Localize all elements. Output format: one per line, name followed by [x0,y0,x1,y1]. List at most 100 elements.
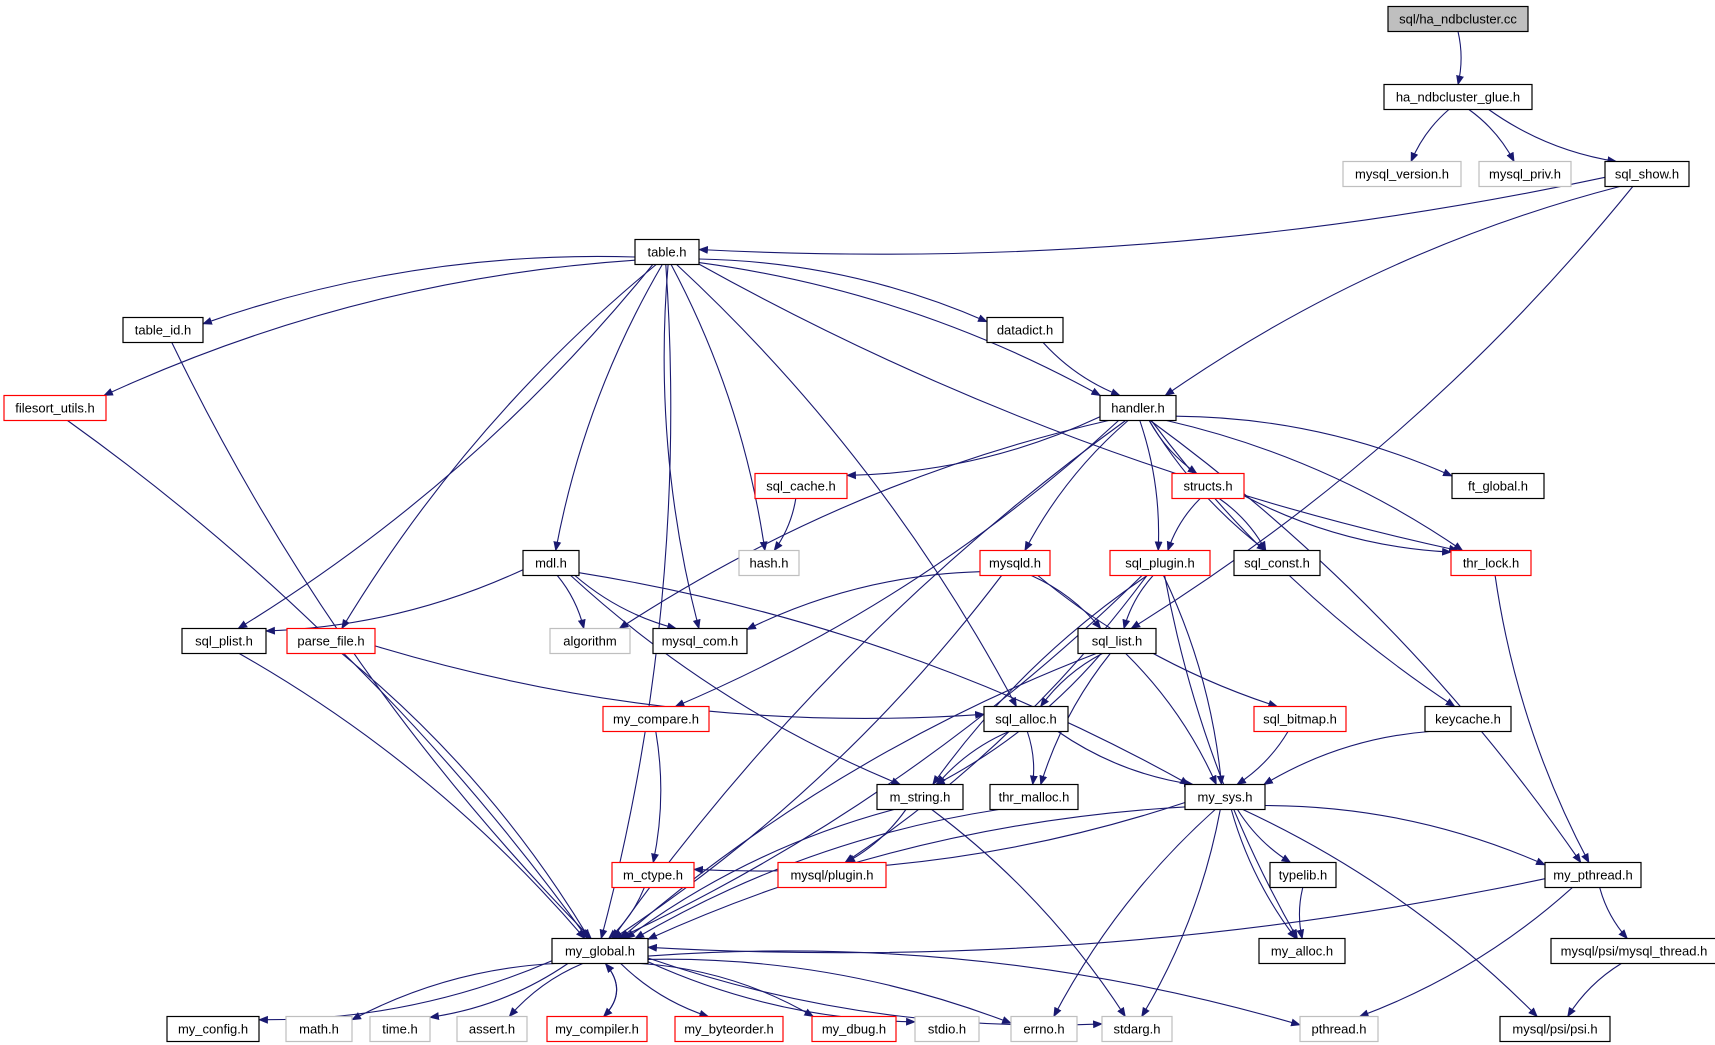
node-my-compiler[interactable]: my_compiler.h [546,1015,648,1043]
edge-datadict-to-handler [1042,342,1121,397]
node-keycache[interactable]: keycache.h [1424,705,1512,733]
node-mysqld[interactable]: mysqld.h [979,549,1051,577]
node-box [1499,1015,1611,1043]
node-m-string[interactable]: m_string.h [876,783,964,811]
node-label: filesort_utils.h [15,401,94,416]
node-label: structs.h [1183,479,1232,494]
edge-m_string-to-my_global [625,808,895,940]
edge-my_global-to-time [429,963,569,1020]
node-sql-const[interactable]: sql_const.h [1233,549,1321,577]
node-root[interactable]: sql/ha_ndbcluster.cc [1387,5,1529,33]
node-box [122,316,204,344]
node-sql-cache[interactable]: sql_cache.h [754,472,848,500]
node-sql-plist[interactable]: sql_plist.h [181,627,267,655]
node-assert: assert.h [456,1015,528,1043]
edge-table-to-handler [698,262,1102,396]
node-my-dbug[interactable]: my_dbug.h [811,1015,897,1043]
node-glue[interactable]: ha_ndbcluster_glue.h [1383,83,1533,111]
node-thr-malloc[interactable]: thr_malloc.h [989,783,1079,811]
node-datadict[interactable]: datadict.h [986,316,1064,344]
edge-glue-to-mysql_version [1410,109,1450,163]
node-box [777,861,887,889]
edge-structs-to-sql_const [1218,498,1267,552]
node-my-byteorder[interactable]: my_byteorder.h [674,1015,784,1043]
node-box [674,1015,784,1043]
edge-sql_list-to-sql_alloc [1040,653,1103,708]
node-sql-list[interactable]: sql_list.h [1077,627,1157,655]
edge-table-to-parse_file [341,264,657,630]
edge-psi_mysql_thread-to-psi [1567,963,1622,1018]
node-label: parse_file.h [297,634,364,649]
node-handler[interactable]: handler.h [1099,394,1177,422]
node-label: pthread.h [1312,1022,1367,1037]
edge-table-to-datadict [698,258,988,323]
node-box [1342,160,1462,188]
node-label: mysqld.h [989,556,1041,571]
node-sql-plugin[interactable]: sql_plugin.h [1109,549,1211,577]
node-ft-global[interactable]: ft_global.h [1451,472,1545,500]
node-psi-mysql-thread[interactable]: mysql/psi/mysql_thread.h [1550,937,1715,965]
node-label: math.h [299,1022,339,1037]
node-box [551,937,649,965]
node-sql-bitmap[interactable]: sql_bitmap.h [1253,705,1347,733]
edge-handler-to-sql_cache [846,416,1101,480]
edge-glue-to-mysql_priv [1468,109,1515,163]
edge-my_sys-to-my_alloc [1230,809,1297,940]
node-my-compare[interactable]: my_compare.h [602,705,710,733]
node-label: m_ctype.h [623,868,683,883]
node-label: handler.h [1111,401,1165,416]
edge-structs-to-thr_lock [1243,495,1452,556]
edge-thr_lock-to-my_pthread [1494,575,1590,864]
edge-sql_show-to-sql_list [1130,186,1634,630]
edge-m_string-to-mysql_plugin [845,809,907,863]
node-label: thr_lock.h [1463,556,1519,571]
node-structs[interactable]: structs.h [1171,472,1245,500]
node-typelib[interactable]: typelib.h [1269,861,1337,889]
node-my-config[interactable]: my_config.h [166,1015,260,1043]
node-table[interactable]: table.h [634,238,700,266]
edge-handler-to-keycache [1150,420,1456,708]
node-box [602,705,710,733]
node-mysql-com[interactable]: mysql_com.h [652,627,748,655]
edge-my_compiler-to-my_global [603,962,618,1018]
node-filesort-utils[interactable]: filesort_utils.h [3,394,107,422]
node-label: sql_bitmap.h [1263,712,1337,727]
node-box [754,472,848,500]
edge-table-to-filesort_utils [103,259,636,396]
node-psi[interactable]: mysql/psi/psi.h [1499,1015,1611,1043]
node-box [546,1015,648,1043]
edge-table-to-mysql_com [663,264,701,630]
node-label: table_id.h [135,323,191,338]
node-mysql-priv: mysql_priv.h [1478,160,1572,188]
node-label: hash.h [749,556,788,571]
node-table-id[interactable]: table_id.h [122,316,204,344]
node-my-sys[interactable]: my_sys.h [1184,783,1266,811]
node-thr-lock[interactable]: thr_lock.h [1450,549,1532,577]
edge-my_sys-to-my_global [647,806,1186,940]
edge-my_sys-to-errno [1053,809,1216,1018]
edge-sql_plugin-to-my_global [617,575,1143,939]
edge-structs-to-sql_plugin [1166,498,1201,552]
node-mdl[interactable]: mdl.h [522,549,580,577]
node-my-pthread[interactable]: my_pthread.h [1544,861,1642,889]
node-m-ctype[interactable]: m_ctype.h [611,861,695,889]
node-sql-show[interactable]: sql_show.h [1604,160,1690,188]
node-sql-alloc[interactable]: sql_alloc.h [983,705,1069,733]
node-label: sql_cache.h [766,479,835,494]
node-parse-file[interactable]: parse_file.h [286,627,376,655]
node-mysql-plugin[interactable]: mysql/plugin.h [777,861,887,889]
node-label: stdarg.h [1114,1022,1161,1037]
node-box [979,549,1051,577]
edge-filesort_utils-to-my_global [67,420,589,940]
node-box [1258,937,1346,965]
node-box [456,1015,528,1043]
edge-root-to-glue [1456,31,1464,86]
node-box [634,238,700,266]
node-my-global[interactable]: my_global.h [551,937,649,965]
edge-sql_plugin-to-sql_list [1122,575,1154,630]
node-label: ft_global.h [1468,479,1528,494]
node-my-alloc[interactable]: my_alloc.h [1258,937,1346,965]
node-box [1604,160,1690,188]
node-label: keycache.h [1435,712,1501,727]
